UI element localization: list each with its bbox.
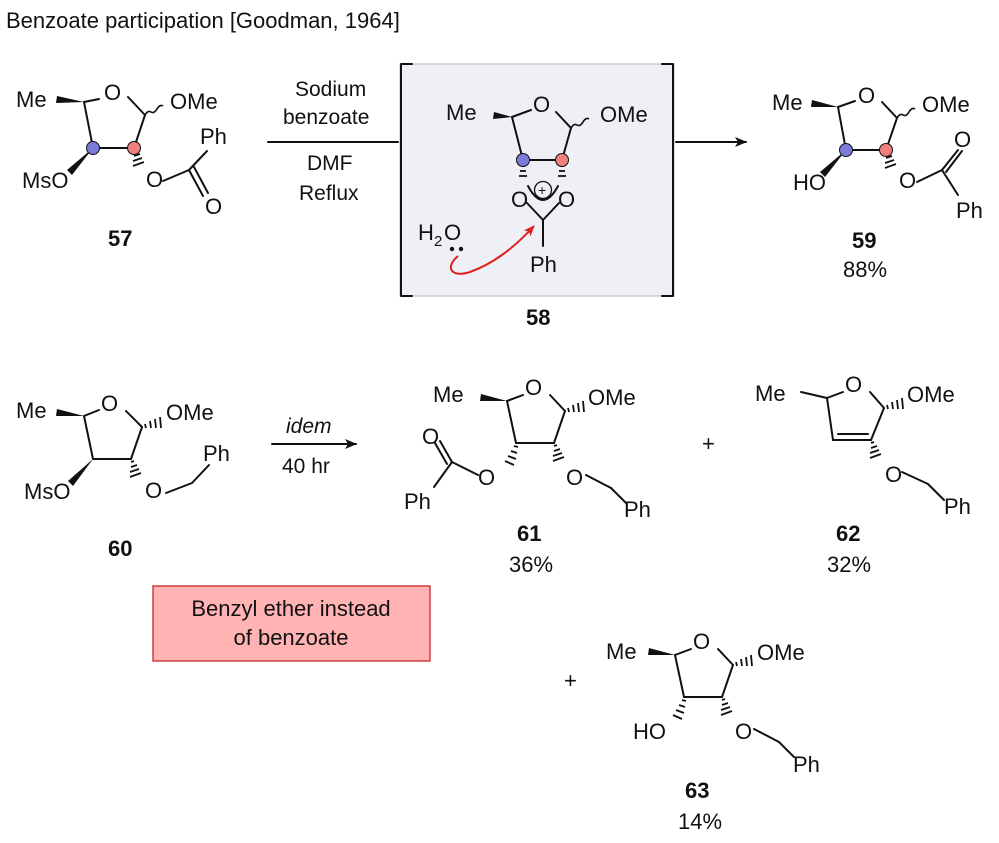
- compound-57: Me O OMe MsO O Ph O 57: [16, 80, 227, 251]
- condition-line: 40 hr: [282, 455, 330, 478]
- yield-label: 14%: [678, 809, 722, 834]
- atom-me: Me: [16, 87, 47, 112]
- curved-arrow: [449, 225, 535, 275]
- atom-o-ring: O: [525, 375, 542, 400]
- atom-water-o: O: [444, 220, 461, 245]
- note-line: of benzoate: [234, 625, 349, 650]
- atom-ph: Ph: [200, 124, 227, 149]
- atom-o-ring: O: [533, 92, 550, 117]
- blue-atom-marker: [516, 153, 530, 167]
- atom-water-sub: 2: [434, 233, 442, 250]
- positive-charge: +: [538, 182, 546, 198]
- red-atom-marker: [555, 153, 569, 167]
- scheme-title: Benzoate participation [Goodman, 1964]: [6, 8, 400, 33]
- compound-label: 57: [108, 226, 132, 251]
- atom-water-h: H: [418, 220, 434, 245]
- atom-o-carbonyl: O: [205, 194, 222, 219]
- atom-ph: Ph: [203, 441, 230, 466]
- atom-o-ether: O: [735, 719, 752, 744]
- atom-o-carbonyl: O: [422, 424, 439, 449]
- atom-me: Me: [433, 382, 464, 407]
- compound-label: 61: [517, 521, 541, 546]
- atom-o-ring: O: [858, 83, 875, 108]
- atom-o-ring: O: [101, 391, 118, 416]
- compound-label: 63: [685, 778, 709, 803]
- atom-o-ether: O: [145, 478, 162, 503]
- atom-ho: HO: [793, 170, 826, 195]
- yield-label: 88%: [843, 257, 887, 282]
- atom-o-ring: O: [104, 80, 121, 105]
- atom-o-ether: O: [566, 465, 583, 490]
- yield-label: 36%: [509, 552, 553, 577]
- compound-label: 59: [852, 228, 876, 253]
- atom-ph: Ph: [624, 497, 651, 522]
- yield-label: 32%: [827, 552, 871, 577]
- condition-line: Sodium: [295, 78, 366, 101]
- atom-me: Me: [446, 100, 477, 125]
- atom-me: Me: [606, 639, 637, 664]
- compound-61: Me O OMe O O Ph O Ph 61 36%: [404, 375, 651, 577]
- atom-ph: Ph: [956, 198, 983, 223]
- atom-me: Me: [755, 381, 786, 406]
- compound-62: Me O OMe O Ph 62 32%: [755, 372, 971, 577]
- atom-ome: OMe: [600, 102, 648, 127]
- condition-line: DMF: [307, 152, 353, 175]
- plus-sign: +: [564, 668, 577, 693]
- atom-me: Me: [16, 398, 47, 423]
- condition-line: idem: [286, 415, 332, 438]
- note-box: [152, 585, 431, 662]
- atom-ph: Ph: [944, 494, 971, 519]
- atom-ome: OMe: [757, 640, 805, 665]
- atom-o-ester: O: [146, 167, 163, 192]
- condition-line: Reflux: [299, 182, 359, 205]
- atom-ph: Ph: [793, 752, 820, 777]
- atom-o-carbonyl: O: [954, 127, 971, 152]
- atom-o-ester: O: [899, 168, 916, 193]
- intermediate-58: + Me O OMe O O Ph H 2 O 58: [399, 63, 675, 330]
- atom-ome: OMe: [588, 385, 636, 410]
- atom-ome: OMe: [170, 89, 218, 114]
- atom-ome: OMe: [922, 92, 970, 117]
- atom-ph: Ph: [530, 252, 557, 277]
- condition-line: benzoate: [283, 106, 369, 129]
- atom-mso: MsO: [22, 168, 68, 193]
- atom-o: O: [511, 187, 528, 212]
- intermediate-box: [399, 63, 675, 297]
- compound-label: 62: [836, 521, 860, 546]
- note-line: Benzyl ether instead: [191, 596, 390, 621]
- atom-o-ester: O: [478, 465, 495, 490]
- atom-ph: Ph: [404, 489, 431, 514]
- atom-ome: OMe: [907, 382, 955, 407]
- compound-label: 58: [526, 305, 550, 330]
- atom-mso: MsO: [24, 479, 70, 504]
- atom-o-ether: O: [885, 462, 902, 487]
- atom-ome: OMe: [166, 400, 214, 425]
- red-atom-marker: [127, 141, 141, 155]
- red-atom-marker: [879, 143, 893, 157]
- compound-60: Me O OMe MsO O Ph 60: [16, 391, 230, 561]
- atom-ho: HO: [633, 719, 666, 744]
- compound-63: Me O OMe HO O Ph 63 14%: [606, 629, 820, 834]
- blue-atom-marker: [86, 141, 100, 155]
- atom-o-ring: O: [845, 372, 862, 397]
- plus-sign: +: [702, 431, 715, 456]
- atom-o: O: [558, 187, 575, 212]
- compound-59: Me O OMe HO O O Ph 59 88%: [772, 83, 983, 282]
- blue-atom-marker: [839, 143, 853, 157]
- atom-me: Me: [772, 90, 803, 115]
- atom-o-ring: O: [693, 629, 710, 654]
- compound-label: 60: [108, 536, 132, 561]
